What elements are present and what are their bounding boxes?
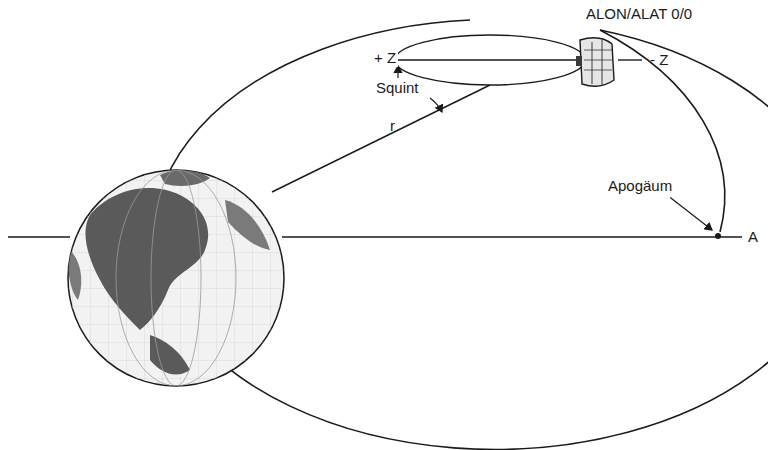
squint-arc [430,98,442,112]
distance-label: r [390,118,395,135]
apsis-line [282,236,742,237]
earth-globe [60,160,300,400]
z-axis [618,59,642,60]
r-line [272,85,490,192]
squint-cone [395,35,585,85]
z-axis [395,59,578,60]
axis-label: ALON/ALAT 0/0 [586,6,692,23]
apogee-label: Apogäum [606,178,674,195]
apogee-point [715,233,721,239]
satellite [576,38,614,87]
leader-line [670,198,712,231]
orbit-ellipse [155,20,768,449]
apsis-line [8,236,70,237]
squint-arrow [397,66,398,78]
angle-label: Squint [376,80,419,97]
point-label: A [748,229,758,246]
axis-label: - Z [650,52,668,69]
orbit-ellipse [600,30,725,232]
axis-label: + Z [372,50,398,67]
